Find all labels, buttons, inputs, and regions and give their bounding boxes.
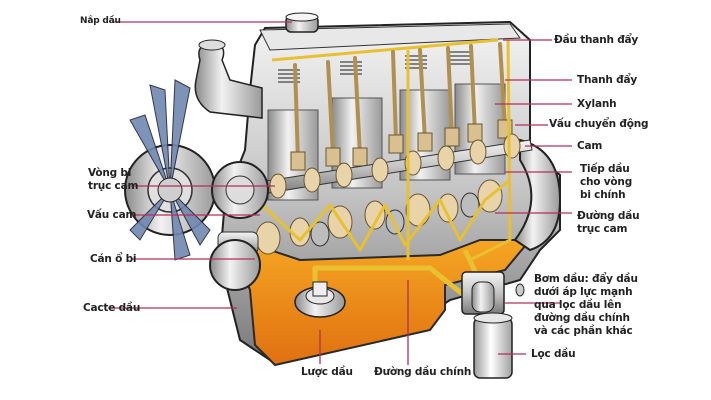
oil-pump	[461, 271, 525, 315]
oil-strainer	[294, 281, 346, 318]
pushrods	[293, 42, 507, 162]
oil-cap	[285, 12, 319, 33]
cam-followers	[290, 119, 513, 171]
label-cam-follower: Vấu chuyển động	[549, 118, 649, 130]
leader-lines	[108, 21, 572, 365]
label-bearing-journal: Cán ổ bi	[90, 253, 137, 265]
label-oil-filter: Lọc dầu	[531, 348, 576, 360]
crankshaft-bearings	[255, 179, 503, 255]
label-oil-pan: Cacte dầu	[83, 302, 141, 314]
label-oil-strainer: Lược dầu	[301, 366, 353, 378]
oil-filter	[473, 312, 513, 379]
label-camshaft-oil-line: Đường dầu trục cam	[577, 210, 640, 235]
label-camshaft-bearing: Vòng bi trục cam	[88, 167, 139, 192]
label-main-bearing-feed: Tiếp dầu cho vòng bi chính	[580, 163, 633, 201]
fan	[124, 79, 216, 261]
label-oil-pump: Bơm dầu: đẩy dầu dưới áp lực mạnh qua lọ…	[534, 273, 638, 337]
label-oil-cap: Nắp dầu	[80, 16, 121, 26]
label-cam-lobe: Vấu cam	[87, 209, 137, 221]
valve-springs	[278, 51, 472, 83]
label-main-oil-line: Đường dầu chính	[374, 366, 472, 378]
label-cylinder: Xylanh	[577, 98, 617, 110]
breather	[194, 39, 263, 119]
pulley	[209, 161, 269, 291]
label-cam: Cam	[577, 140, 603, 152]
label-pushrod-end: Đầu thanh đẩy	[554, 34, 639, 46]
label-pushrod: Thanh đẩy	[577, 74, 637, 86]
